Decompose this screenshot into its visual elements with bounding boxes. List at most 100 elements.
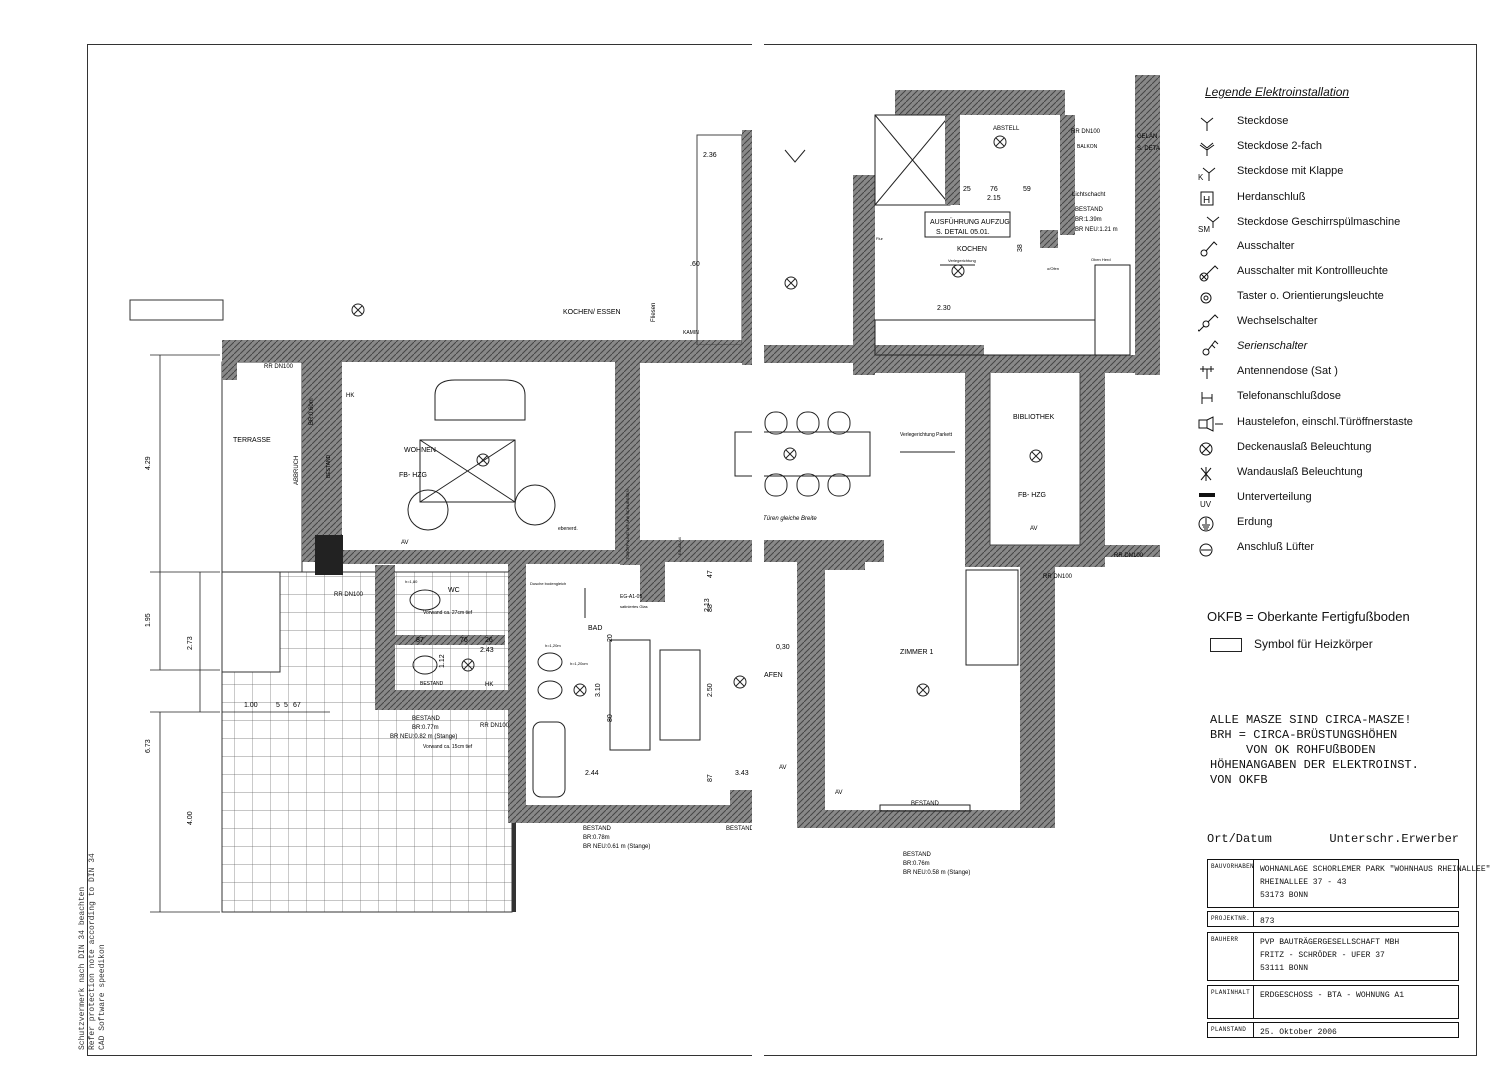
dim-25: 25 (963, 186, 971, 193)
detail-ref-label: S. DETA (1137, 146, 1160, 152)
vorwand-15-label: Vorwand ca. 15cm tief (423, 744, 473, 750)
legend-item-label: Ausschalter (1237, 240, 1295, 252)
dim-5b: 5 (284, 702, 288, 709)
okfb-definition: OKFB = Oberkante Fertigfußboden (1207, 609, 1410, 624)
dim-2-15: 2.15 (987, 195, 1001, 202)
window-brneu-wc: BR NEU:0.82 m (Stange) (390, 734, 457, 740)
title-block-key: BAUHERR (1211, 936, 1239, 943)
dim-60: .60 (690, 261, 700, 268)
window-br-zimmer: BR:0.76m (903, 861, 930, 867)
dim-26: 26 (485, 637, 493, 644)
upper-wall-fragment (129, 130, 754, 380)
switch-indicator-icon (1199, 265, 1219, 282)
svg-text:K: K (1198, 173, 1204, 182)
window-brneu-bad: BR NEU:0.61 m (Stange) (583, 844, 650, 850)
dim-20: 20 (607, 634, 614, 642)
dim-2-44: 2.44 (585, 770, 599, 777)
title-block-key: PLANINHALT (1211, 989, 1251, 996)
legend-item-label: Deckenauslaß Beleuchtung (1237, 441, 1372, 453)
legend-item-label: Steckdose Geschirrspülmaschine (1237, 216, 1401, 228)
legend-item-label: Wechselschalter (1237, 315, 1318, 327)
room-label-wohnen: WOHNEN (404, 447, 436, 454)
legend-item: Antennendose (Sat ) (1180, 362, 1470, 384)
dim-1-95: 1.95 (145, 613, 152, 627)
title-block-header: Ort/Datum Unterschr.Erwerber (1207, 829, 1459, 849)
dimension-chain (150, 354, 330, 913)
height-label-120cm: h=1,20cm (570, 661, 588, 666)
room-label-wc: WC (448, 587, 460, 594)
general-notes: ALLE MASZE SIND CIRCA-MASZE! BRH = CIRCA… (1210, 713, 1419, 787)
legend-item-label: Ausschalter mit Kontrollleuchte (1237, 265, 1389, 277)
room-label-kochen: KOCHEN (957, 246, 987, 253)
phone-socket-icon (1201, 392, 1213, 404)
title-block-divider (1253, 986, 1254, 1018)
legend-item-label: Anschluß Lüfter (1237, 541, 1315, 553)
dim-3-43: 3.43 (735, 770, 749, 777)
stove-connection-icon: H (1200, 191, 1214, 206)
series-switch-icon (1202, 340, 1219, 356)
north-arrow-icon (784, 149, 806, 163)
window-bestand-wc: BESTAND (412, 716, 441, 722)
frosted-glass-label: satiniertes Glas (620, 604, 648, 609)
dim-47: 47 (707, 570, 714, 578)
title-block-value: 873 (1260, 917, 1275, 926)
place-date-label: Ort/Datum (1207, 832, 1272, 846)
antenna-label-2: AV (1030, 526, 1038, 532)
tiles-label: Fliesen (651, 303, 657, 322)
dim-59: 59 (1023, 186, 1031, 193)
title-block-divider (1253, 1023, 1254, 1037)
legend-item: Erdung (1180, 513, 1470, 535)
title-block-key: PLANSTAND (1211, 1026, 1247, 1033)
height-label-120: h=1,20m (545, 643, 561, 648)
sheet-border (87, 44, 1477, 1056)
dim-4-00: 4.00 (187, 811, 194, 825)
legend-item: Telefonanschlußdose (1180, 387, 1470, 409)
dim-87: .87 (414, 637, 424, 644)
legend-item-label: Wandauslaß Beleuchtung (1237, 466, 1363, 478)
buyer-signature-label: Unterschr.Erwerber (1329, 832, 1459, 846)
floor-heating-label: FB- HZG (399, 472, 427, 479)
legend-title: Legende Elektroinstallation (1205, 85, 1350, 99)
dim-87b: 87 (707, 774, 714, 782)
room-label-abstell: ABSTELL (993, 126, 1020, 132)
svg-text:SM: SM (1198, 225, 1210, 233)
copyright-note: Schutzvermerk nach DIN 34 beachten Refer… (78, 853, 107, 1050)
eg-a1-04-label: EG-A1-04 (677, 536, 682, 555)
window-bestand-flur: BESTAND (726, 826, 755, 832)
dim-0-30: 0,30 (776, 644, 790, 651)
intercom-icon (1198, 416, 1223, 432)
room-label-bibliothek: BIBLIOTHEK (1013, 414, 1055, 421)
shower-label: Dusche bodengleich (530, 581, 566, 586)
sill-height-label: BR:0.60m (309, 398, 315, 425)
floor-heating-label-library: FB- HZG (1018, 492, 1046, 499)
title-block-key: PROJEKTNR. (1211, 915, 1251, 922)
legend-item: Ausschalter (1180, 237, 1470, 259)
legend-item-label: Antennendose (Sat ) (1237, 365, 1338, 377)
window-br-kitchen: BR:1.39m (1075, 217, 1102, 223)
room1-walls (797, 560, 1055, 828)
two-way-switch-icon (1198, 314, 1219, 332)
eg-a1-05-label: EG-A1-05 (620, 594, 642, 600)
legend-item: Haustelefon, einschl.Türöffnerstaste (1180, 413, 1470, 435)
dim-6-73: 6.73 (145, 739, 152, 753)
legend-item: Anschluß Lüfter (1180, 538, 1470, 560)
radiator-symbol-label: Symbol für Heizkörper (1254, 637, 1373, 651)
dim-2-50: 2.50 (707, 683, 714, 697)
door-opening-label: TÜRÖFFNUNG MIT MW SCHLIESSEN (625, 489, 630, 560)
legend-item-label: Herdanschluß (1237, 191, 1306, 203)
dim-4-29: 4.29 (145, 456, 152, 470)
dim-2-43: 2.43 (480, 647, 494, 654)
room-label-terrasse: TERRASSE (233, 437, 271, 444)
legend-item: Wechselschalter (1180, 312, 1470, 334)
legend-item-label: Telefonanschlußdose (1237, 390, 1341, 402)
dim-2-13: 2.13 (704, 598, 711, 612)
dim-5a: 5 (276, 702, 280, 709)
title-block-value: ERDGESCHOSS - BTA - WOHNUNG A1 (1260, 991, 1405, 1000)
legend-item-label: Steckdose (1237, 115, 1289, 127)
bathroom-walls (508, 562, 753, 823)
dim-2-36: 2.36 (703, 152, 717, 159)
